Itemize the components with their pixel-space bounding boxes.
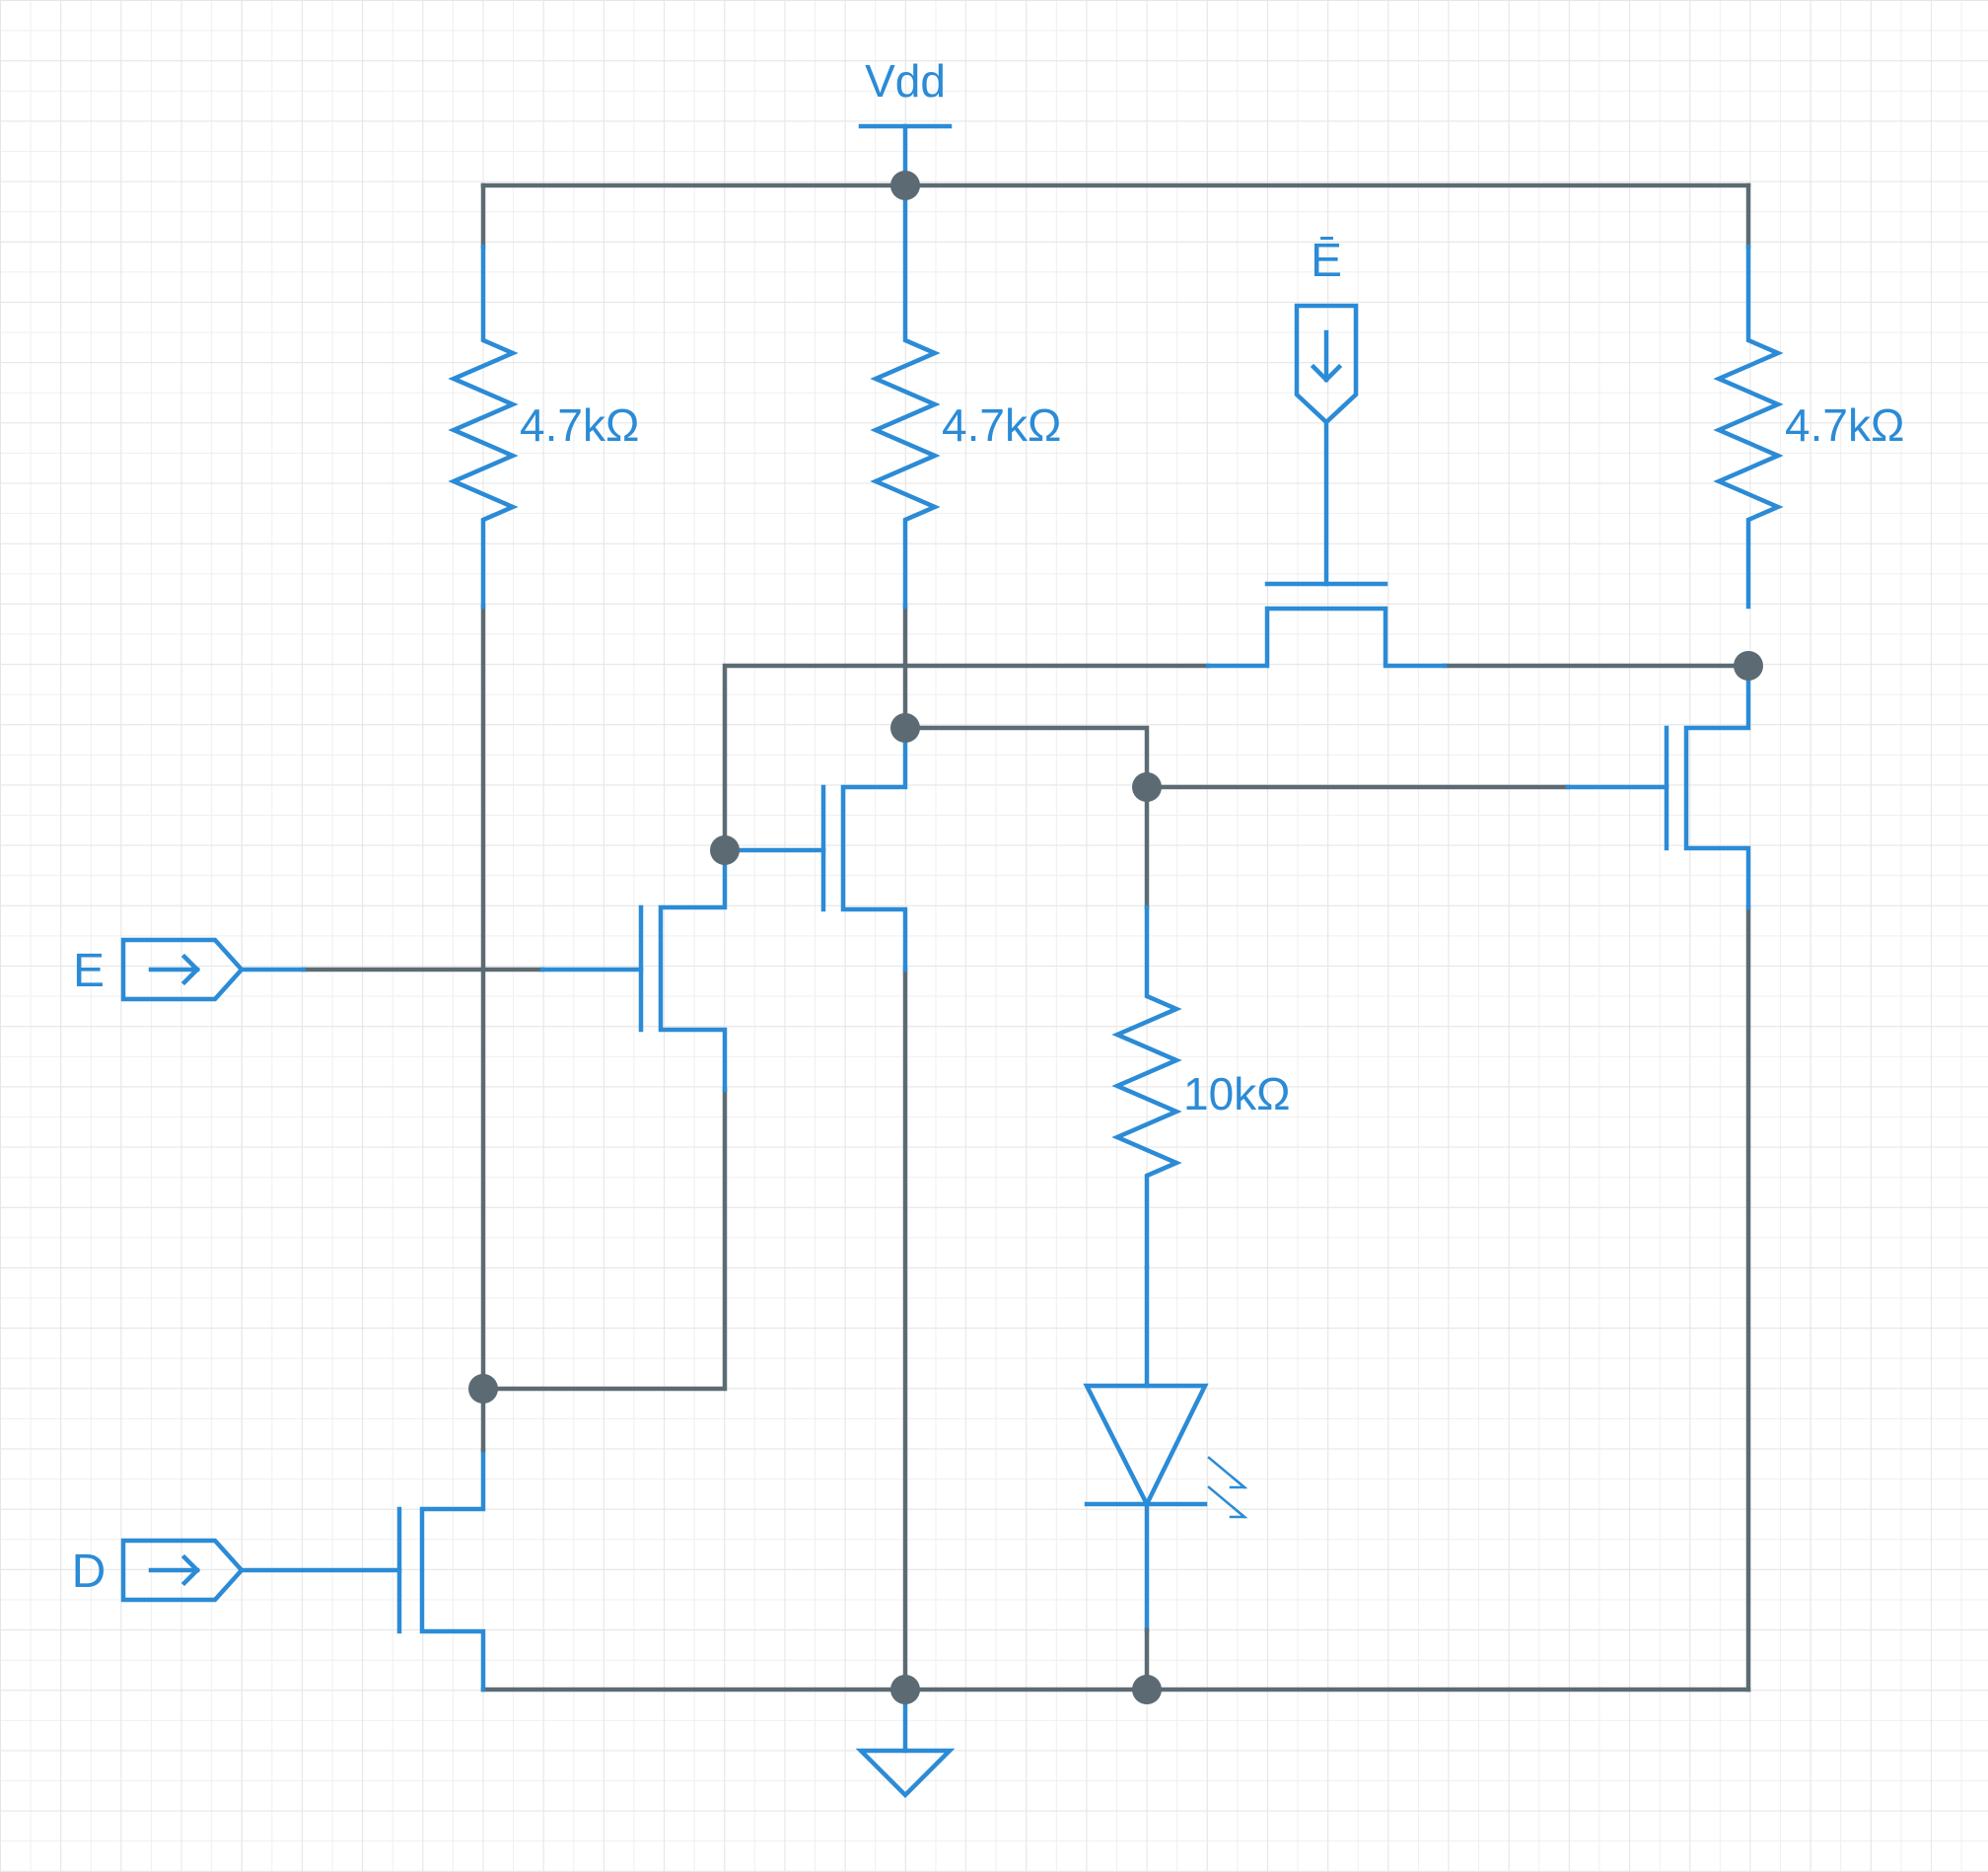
junction-mid — [890, 713, 920, 743]
junction-vdd — [890, 171, 920, 200]
e-input-pin[interactable] — [120, 937, 307, 1002]
transistor-right[interactable] — [1565, 663, 1751, 910]
input-arrow-down-icon — [1310, 329, 1343, 384]
ground-icon — [855, 1687, 956, 1799]
wire-q1-node — [480, 1087, 728, 1392]
transistor-e[interactable] — [539, 847, 728, 1093]
junction-gate-left — [710, 835, 740, 865]
d-input-pin[interactable] — [120, 1538, 246, 1603]
resistor-r3-value: 4.7kΩ — [1785, 399, 1904, 451]
junctions — [468, 171, 1763, 1704]
resistor-r1[interactable] — [448, 244, 519, 610]
vdd-label: Vdd — [865, 55, 946, 107]
wires — [301, 182, 1751, 1692]
wire-upper-horizontal — [722, 663, 1211, 853]
resistor-r1-value: 4.7kΩ — [520, 399, 639, 451]
transistor-e-bar[interactable] — [1205, 581, 1448, 669]
junction-led-branch — [1132, 772, 1162, 802]
input-arrow-right-icon — [148, 1553, 201, 1587]
led[interactable] — [1083, 1264, 1248, 1633]
junction-ground-mid — [890, 1675, 920, 1704]
junction-right-top — [1734, 651, 1763, 681]
e-input-label: E — [73, 945, 105, 997]
resistor-r3[interactable] — [1713, 244, 1784, 610]
e-bar-label: Ē — [1311, 235, 1342, 287]
components — [120, 123, 1784, 1799]
d-input-label: D — [72, 1546, 106, 1598]
resistor-r2-value: 4.7kΩ — [942, 399, 1061, 451]
resistor-r4[interactable] — [1111, 904, 1182, 1270]
transistor-upper-middle[interactable] — [722, 725, 908, 972]
transistor-d[interactable] — [239, 1447, 486, 1692]
wire-mid-to-led — [902, 725, 1150, 910]
resistor-r2[interactable] — [870, 182, 941, 610]
junction-ground-led — [1132, 1675, 1162, 1704]
junction-left-bottom — [468, 1374, 498, 1404]
e-bar-input-pin[interactable] — [1294, 303, 1359, 587]
labels: Vdd 4.7kΩ 4.7kΩ 4.7kΩ 10kΩ Ē E D — [72, 55, 1905, 1598]
led-light-emission-icon — [1207, 1456, 1248, 1519]
input-arrow-right-icon — [148, 953, 201, 986]
resistor-r4-value: 10kΩ — [1183, 1068, 1291, 1119]
